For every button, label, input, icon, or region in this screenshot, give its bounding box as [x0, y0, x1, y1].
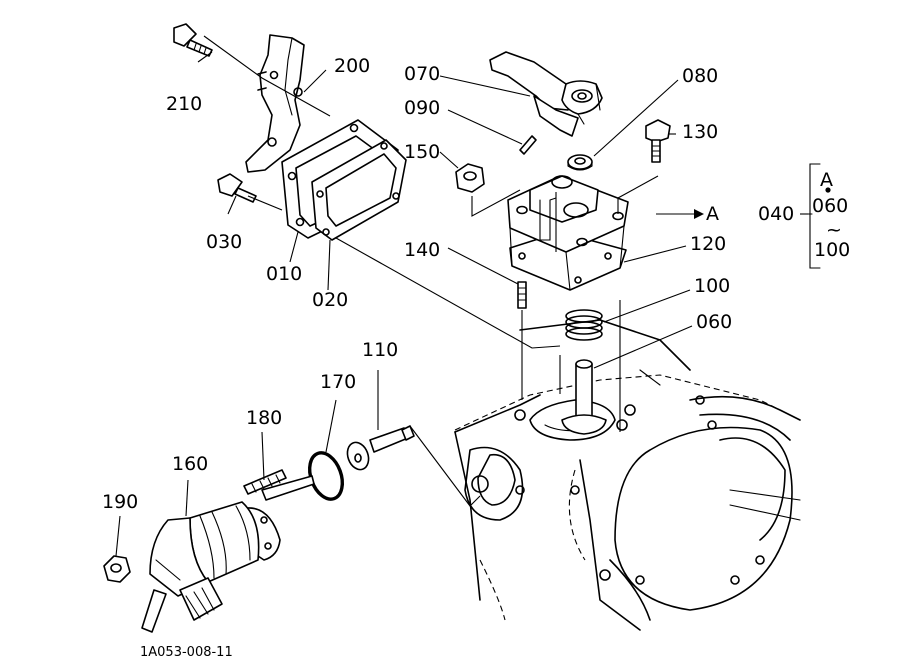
label-120: 120 — [690, 233, 726, 255]
leader-lines — [115, 35, 808, 557]
part-150-nut — [455, 163, 485, 193]
label-030: 030 — [206, 231, 242, 253]
label-200: 200 — [334, 55, 370, 77]
part-060-shaft — [561, 359, 607, 435]
engine-block — [454, 319, 801, 631]
part-190-nut — [103, 555, 131, 583]
label-180: 180 — [246, 407, 282, 429]
part-030-bolt — [217, 173, 257, 203]
label-020: 020 — [312, 289, 348, 311]
part-labels: 210 200 030 010 020 070 080 090 130 150 … — [102, 55, 850, 660]
label-150: 150 — [404, 141, 440, 163]
callout-marker-a: A — [706, 203, 719, 225]
part-130-bolt — [645, 119, 671, 163]
part-200-bracket — [245, 34, 305, 173]
label-080: 080 — [682, 65, 718, 87]
set-end-100: 100 — [814, 239, 850, 261]
label-170: 170 — [320, 371, 356, 393]
part-070-lever — [489, 51, 603, 137]
label-090: 090 — [404, 97, 440, 119]
label-190: 190 — [102, 491, 138, 513]
part-020-gasket — [311, 139, 407, 241]
label-070: 070 — [404, 63, 440, 85]
part-080-washer — [567, 154, 593, 171]
label-110: 110 — [362, 339, 398, 361]
part-110-plunger — [346, 425, 415, 471]
part-160-solenoid — [141, 475, 315, 633]
label-040: 040 — [758, 203, 794, 225]
part-140-stud — [517, 281, 527, 309]
label-140: 140 — [404, 239, 440, 261]
label-210: 210 — [166, 93, 202, 115]
label-130: 130 — [682, 121, 718, 143]
part-100-spring — [565, 309, 603, 341]
part-210-bolt — [173, 23, 213, 57]
label-010: 010 — [266, 263, 302, 285]
set-start-060: 060 — [812, 195, 848, 217]
part-120-housing — [507, 175, 629, 291]
set-range-glyph: ~ — [826, 219, 842, 241]
set-bracket — [807, 163, 831, 269]
label-100: 100 — [694, 275, 730, 297]
arrow-to-a — [672, 209, 704, 219]
figure-code: 1A053-008-11 — [140, 645, 233, 660]
part-180-stud — [243, 469, 287, 495]
part-090-pin — [519, 135, 537, 155]
label-060: 060 — [696, 311, 732, 333]
set-ref-a: A — [820, 169, 833, 191]
label-160: 160 — [172, 453, 208, 475]
